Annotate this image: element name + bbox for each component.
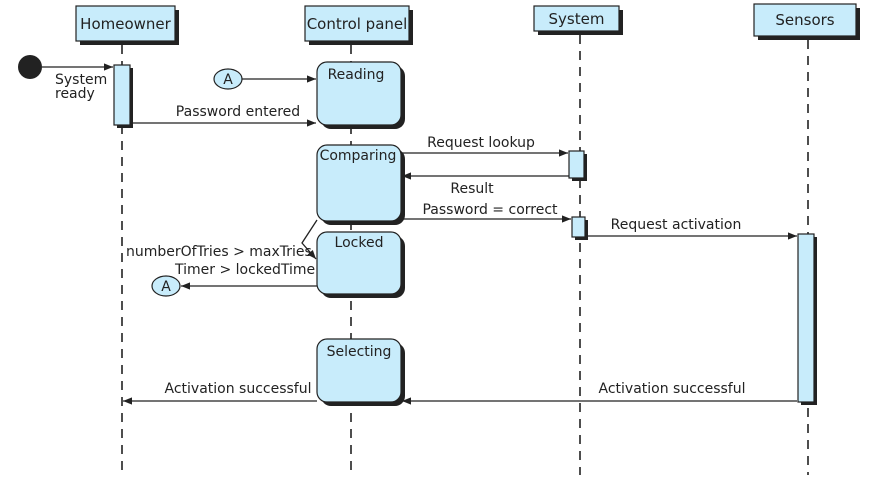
system-ready-label-1: System (55, 72, 107, 88)
actor-homeowner-label: Homeowner (80, 15, 171, 33)
activation-successful-sensors-label: Activation successful (599, 381, 746, 397)
connector-a-out-label: A (161, 279, 171, 295)
activation-sensors (797, 233, 817, 405)
result-label: Result (450, 181, 494, 197)
request-activation-label: Request activation (611, 217, 742, 233)
actor-sensors: Sensors (753, 3, 860, 40)
state-reading: Reading (316, 61, 405, 129)
actor-system: System (533, 5, 623, 35)
activation-system-activation (571, 216, 588, 240)
connector-a-in-label: A (223, 72, 233, 88)
tries-exceeded-label: numberOfTries > maxTries (126, 244, 312, 260)
actor-control-panel: Control panel (304, 5, 413, 45)
password-correct-label: Password = correct (422, 202, 558, 218)
system-ready-label-2: ready (55, 86, 95, 102)
activation-system-lookup (568, 150, 587, 181)
initial-state (18, 55, 42, 79)
connector-a-in: A (213, 68, 243, 90)
state-locked: Locked (316, 231, 405, 298)
state-selecting: Selecting (316, 338, 405, 406)
activation-successful-panel-label: Activation successful (165, 381, 312, 397)
connector-a-out: A (151, 275, 181, 297)
password-entered-label: Password entered (176, 104, 300, 120)
actor-system-label: System (549, 10, 605, 28)
actor-homeowner: Homeowner (75, 5, 179, 45)
timer-locked-label: Timer > lockedTime (174, 262, 315, 278)
state-locked-label: Locked (335, 235, 384, 251)
activation-homeowner (113, 64, 133, 128)
request-lookup-label: Request lookup (427, 135, 535, 151)
actor-control-panel-label: Control panel (307, 15, 408, 33)
state-reading-label: Reading (328, 67, 385, 83)
tries-exceeded-transition (301, 219, 318, 260)
state-comparing: Comparing (316, 144, 405, 225)
actor-sensors-label: Sensors (775, 11, 834, 29)
state-comparing-label: Comparing (320, 148, 397, 164)
state-selecting-label: Selecting (327, 344, 392, 360)
